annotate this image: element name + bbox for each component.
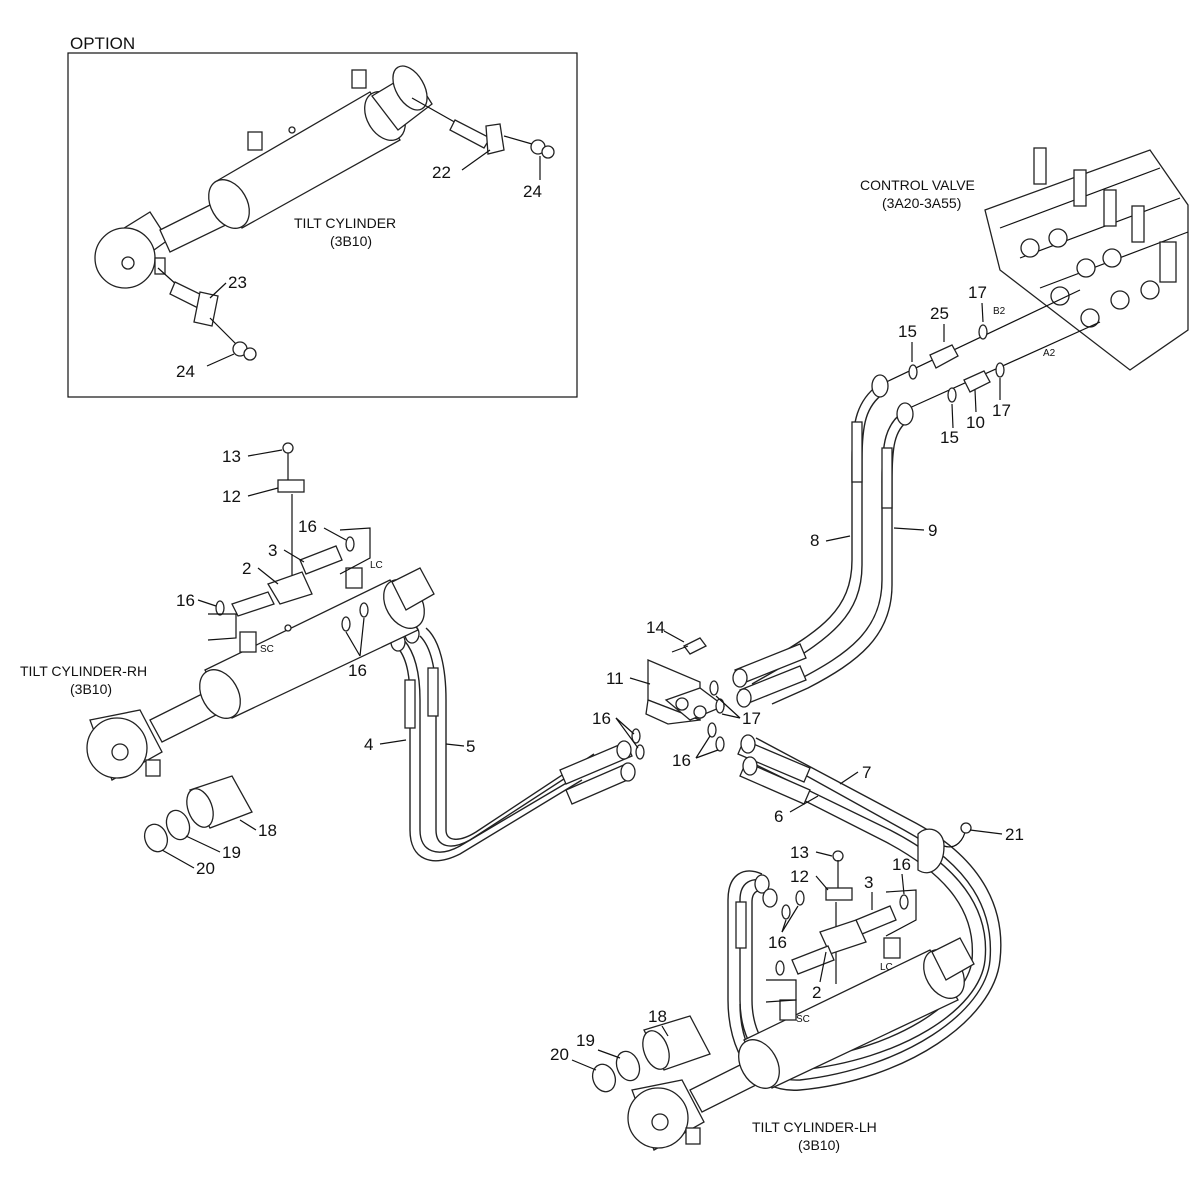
callout-16-lh-top: 16 — [892, 855, 911, 874]
o-ring-15a — [908, 364, 918, 380]
rh-port-lc: LC — [370, 560, 383, 571]
option-panel: OPTION TILT CYLINDER — [67, 34, 578, 398]
callout-7: 7 — [862, 763, 871, 782]
elbow-2-rh — [267, 571, 313, 605]
callout-12-lh: 12 — [790, 867, 809, 886]
callout-16-lh-mid: 16 — [768, 933, 787, 952]
tilt-lh-ref: (3B10) — [798, 1137, 840, 1153]
tilt-rh-ref: (3B10) — [70, 681, 112, 697]
callout-15-top: 15 — [898, 322, 917, 341]
tilt-rh-label: TILT CYLINDER-RH — [20, 663, 147, 679]
hose-clamp-21 — [917, 828, 945, 874]
callout-13-rh: 13 — [222, 447, 241, 466]
elbow-3-lh — [855, 905, 897, 935]
tilt-cylinder-lh: SC LC — [627, 937, 975, 1151]
bolt-13-lh — [832, 850, 844, 862]
control-valve-ref: (3A20-3A55) — [882, 195, 961, 211]
callout-8: 8 — [810, 531, 819, 550]
callout-23: 23 — [228, 273, 247, 292]
tilt-lh-label: TILT CYLINDER-LH — [752, 1119, 877, 1135]
hose-4 — [397, 639, 586, 862]
hose-8 — [744, 384, 885, 685]
adapter-25 — [929, 344, 959, 369]
hose-5 — [419, 627, 595, 847]
lh-port-lc: LC — [880, 962, 893, 973]
clamp-plate-12-rh — [277, 479, 305, 493]
callout-16-block-left: 16 — [592, 709, 611, 728]
callout-16-rh-top: 16 — [298, 517, 317, 536]
callout-16-block-right: 16 — [672, 751, 691, 770]
adapter-10 — [963, 370, 991, 393]
port-a2: A2 — [1043, 348, 1056, 359]
rh-port-sc: SC — [260, 644, 274, 655]
callout-12-rh: 12 — [222, 487, 241, 506]
callout-16-rh-left: 16 — [176, 591, 195, 610]
hose-6 — [739, 759, 987, 1071]
callout-9: 9 — [928, 521, 937, 540]
lh-port-sc: SC — [796, 1014, 810, 1025]
callout-18-rh: 18 — [258, 821, 277, 840]
callout-17-block: 17 — [742, 709, 761, 728]
option-frame — [67, 52, 578, 398]
callout-3-rh: 3 — [268, 541, 277, 560]
option-cylinder-ref: (3B10) — [330, 233, 372, 249]
callout-24-top: 24 — [523, 182, 542, 201]
manifold-block-11 — [645, 659, 726, 725]
callout-3-lh: 3 — [864, 873, 873, 892]
callout-19-rh: 19 — [222, 843, 241, 862]
callout-16-rh-bottom: 16 — [348, 661, 367, 680]
callout-17-valve-bottom: 17 — [992, 401, 1011, 420]
bolt-13-rh — [282, 442, 294, 454]
option-title: OPTION — [70, 34, 135, 53]
option-cylinder-label: TILT CYLINDER — [294, 215, 396, 231]
callout-18-lh: 18 — [648, 1007, 667, 1026]
clamp-plate-12-lh — [825, 887, 853, 901]
callout-13-lh: 13 — [790, 843, 809, 862]
callout-6: 6 — [774, 807, 783, 826]
control-valve: B2 A2 — [984, 147, 1189, 371]
option-tilt-cylinder — [94, 65, 433, 289]
callout-14: 14 — [646, 618, 665, 637]
callout-2-rh: 2 — [242, 559, 251, 578]
elbow-3-rh — [299, 545, 343, 575]
callout-5: 5 — [466, 737, 475, 756]
o-ring-15b — [947, 387, 957, 403]
o-ring-17a — [978, 324, 988, 340]
callout-19-lh: 19 — [576, 1031, 595, 1050]
control-valve-label: CONTROL VALVE — [860, 177, 975, 193]
callout-24-bottom: 24 — [176, 362, 195, 381]
callout-20-lh: 20 — [550, 1045, 569, 1064]
callout-2-lh: 2 — [812, 983, 821, 1002]
ring-19-lh — [615, 1050, 641, 1082]
option-pin-22 — [449, 119, 491, 149]
bolt-14 — [683, 637, 707, 655]
port-b2: B2 — [993, 306, 1006, 317]
callout-11: 11 — [606, 669, 624, 688]
hose-9 — [765, 411, 910, 705]
callout-25: 25 — [930, 304, 949, 323]
callout-15-bottom: 15 — [940, 428, 959, 447]
callout-10: 10 — [966, 413, 985, 432]
callout-22: 22 — [432, 163, 451, 182]
callout-17-valve-top: 17 — [968, 283, 987, 302]
o-ring-17b — [995, 362, 1005, 378]
ring-20-lh — [591, 1063, 617, 1093]
callout-21: 21 — [1005, 825, 1024, 844]
ring-20-rh — [143, 823, 169, 853]
callout-4: 4 — [364, 735, 373, 754]
ring-19-rh — [165, 809, 191, 841]
callout-20-rh: 20 — [196, 859, 215, 878]
